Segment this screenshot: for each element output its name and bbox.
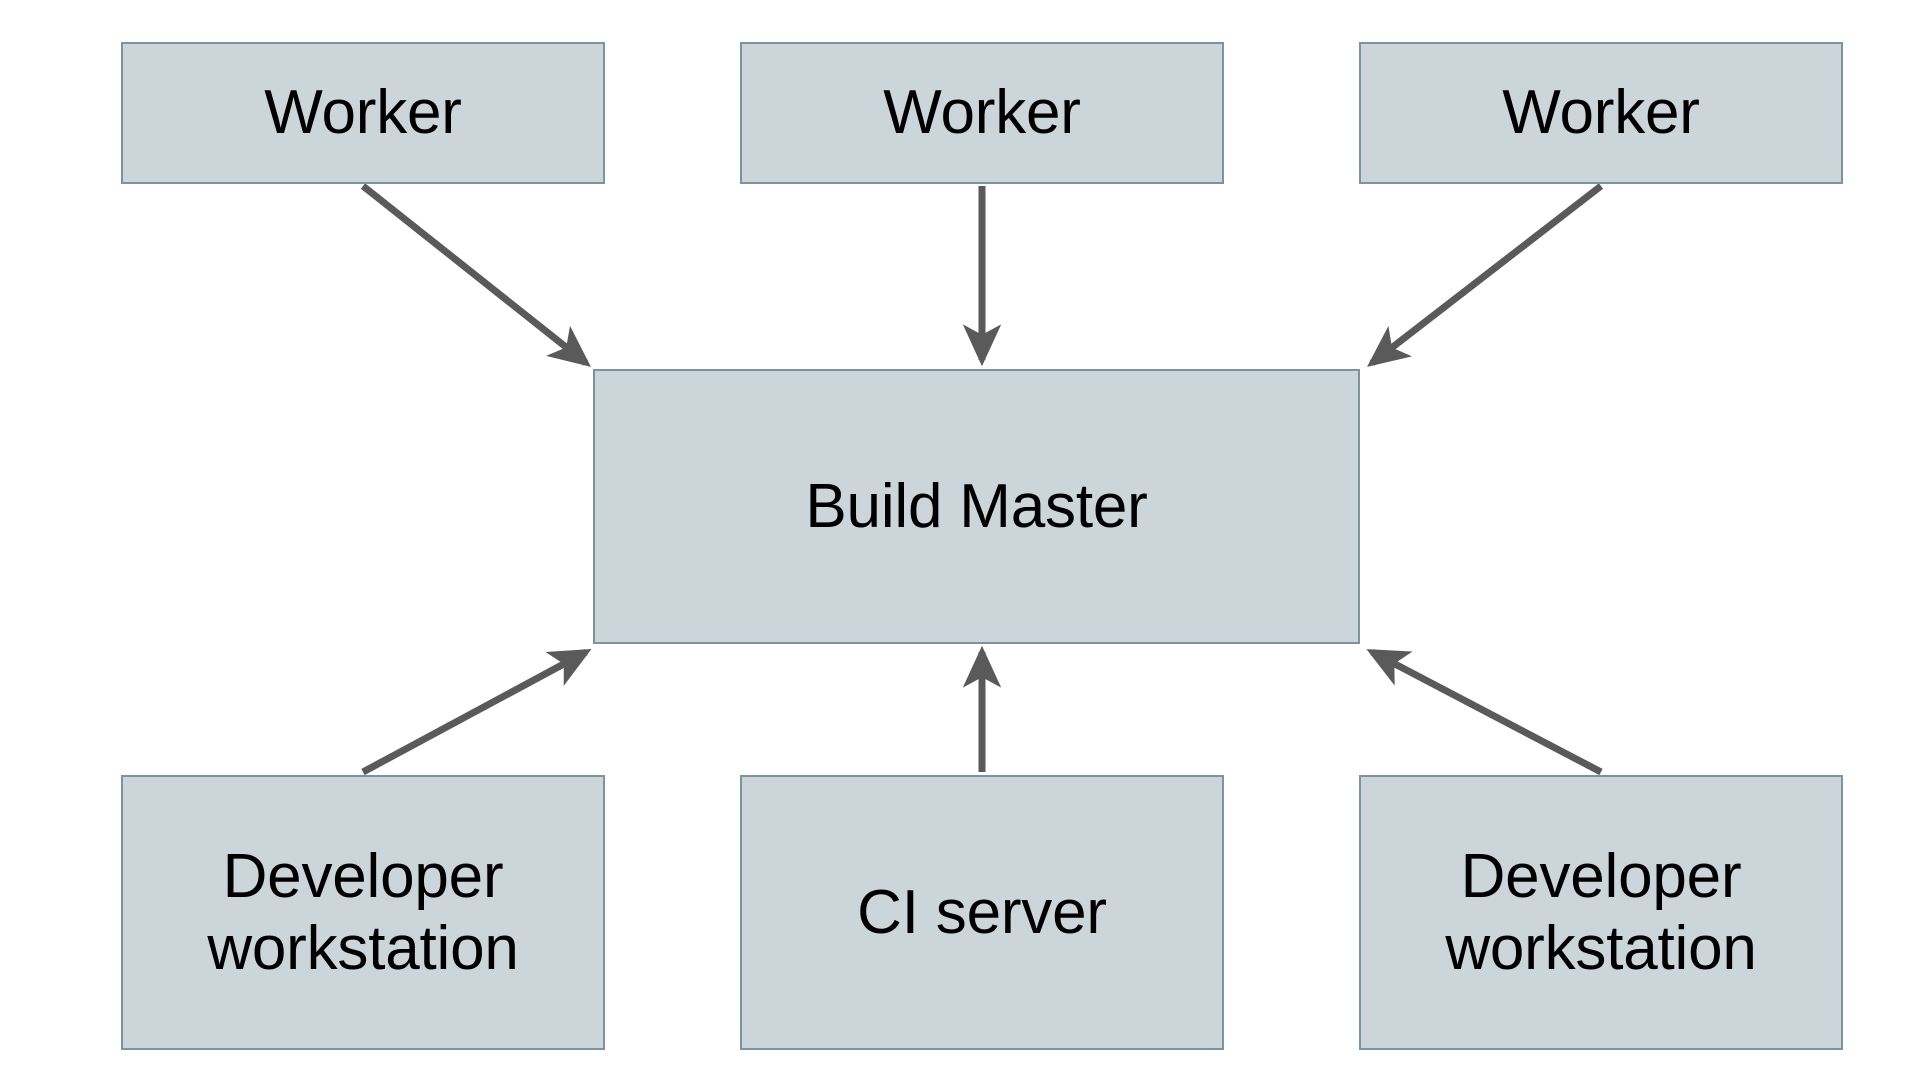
node-worker-2[interactable]: Worker bbox=[740, 42, 1224, 184]
node-worker-1[interactable]: Worker bbox=[121, 42, 605, 184]
edge-worker-3-to-build-master bbox=[1367, 183, 1604, 367]
edge-dev-ws-1-to-build-master bbox=[361, 648, 592, 776]
node-developer-workstation-right[interactable]: Developer workstation bbox=[1359, 775, 1843, 1050]
node-label: Worker bbox=[264, 78, 462, 148]
edge-worker-1-to-build-master bbox=[360, 183, 591, 367]
node-label: Build Master bbox=[805, 471, 1148, 541]
node-label: Developer workstation bbox=[1445, 841, 1757, 983]
node-worker-3[interactable]: Worker bbox=[1359, 42, 1843, 184]
node-label: Worker bbox=[883, 78, 1081, 148]
node-ci-server[interactable]: CI server bbox=[740, 775, 1224, 1050]
node-build-master[interactable]: Build Master bbox=[593, 369, 1360, 644]
node-label: Developer workstation bbox=[207, 841, 519, 983]
node-label: Worker bbox=[1502, 78, 1700, 148]
node-label: CI server bbox=[857, 877, 1107, 947]
edge-dev-ws-2-to-build-master bbox=[1366, 648, 1603, 776]
node-developer-workstation-left[interactable]: Developer workstation bbox=[121, 775, 605, 1050]
